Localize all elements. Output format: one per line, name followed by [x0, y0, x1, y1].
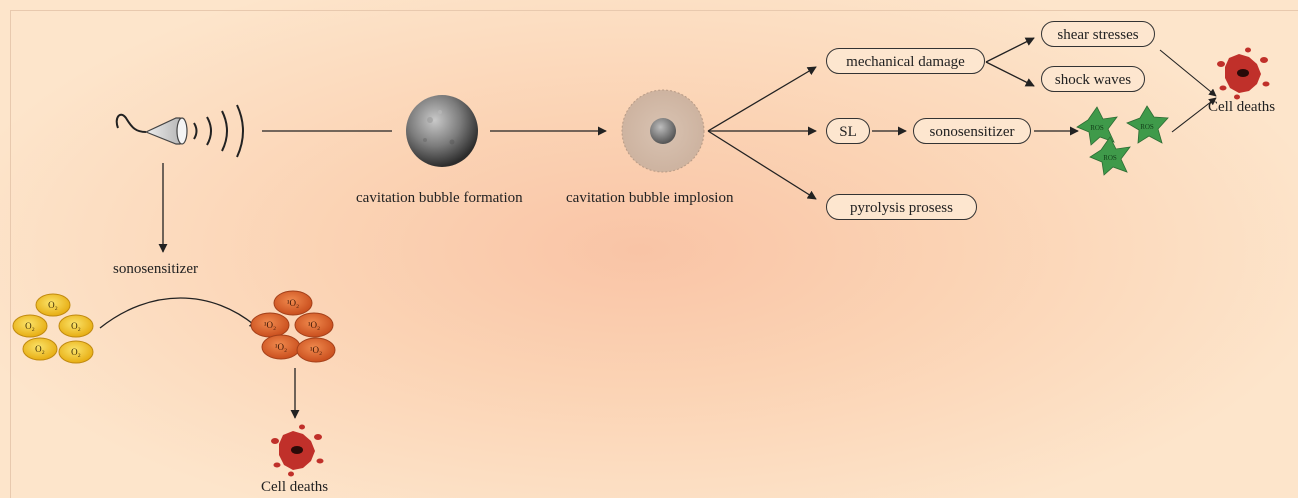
oxygen-label: O₂	[71, 321, 81, 331]
singlet-oxygen-label: ¹O₂	[310, 345, 322, 355]
conversion-curved-arrow	[100, 298, 258, 328]
sl-box: SL	[826, 118, 870, 144]
singlet-oxygen-label: ¹O₂	[264, 320, 276, 330]
oxygen-label: O₂	[71, 347, 81, 357]
ros-label: ROS	[1090, 124, 1104, 132]
cell-deaths-label: Cell deaths	[1208, 100, 1275, 115]
ros-label: ROS	[1140, 123, 1154, 131]
implosion-branch-arrows	[708, 67, 816, 199]
pyrolysis-box: pyrolysis prosess	[826, 194, 977, 220]
imploding-bubble-icon	[622, 90, 704, 172]
oxygen-label: O₂	[25, 321, 35, 331]
ultrasound-probe-icon	[117, 115, 187, 144]
dead-cell-icon	[1217, 48, 1270, 100]
bubble-implosion-label: cavitation bubble implosion	[566, 191, 733, 206]
singlet-oxygen-label: ¹O₂	[287, 298, 299, 308]
bubble-formation-label: cavitation bubble formation	[356, 191, 523, 206]
mechanical-damage-box: mechanical damage	[826, 48, 985, 74]
singlet-oxygen-label: ¹O₂	[308, 320, 320, 330]
singlet-oxygen-label: ¹O₂	[275, 342, 287, 352]
shock-waves-box: shock waves	[1041, 66, 1145, 92]
shear-stresses-box: shear stresses	[1041, 21, 1155, 47]
ros-icons	[1077, 106, 1168, 175]
oxygen-label: O₂	[48, 300, 58, 310]
sound-waves-icon	[194, 105, 243, 157]
dead-cell-icon	[271, 425, 324, 477]
cavitation-bubble-icon	[406, 95, 478, 167]
sonosensitizer-box: sonosensitizer	[913, 118, 1031, 144]
sonosensitizer-label: sonosensitizer	[113, 262, 198, 277]
to-cell-death-arrows	[1160, 50, 1216, 132]
cell-deaths-label: Cell deaths	[261, 480, 328, 495]
oxygen-label: O₂	[35, 344, 45, 354]
ros-label: ROS	[1103, 154, 1117, 162]
